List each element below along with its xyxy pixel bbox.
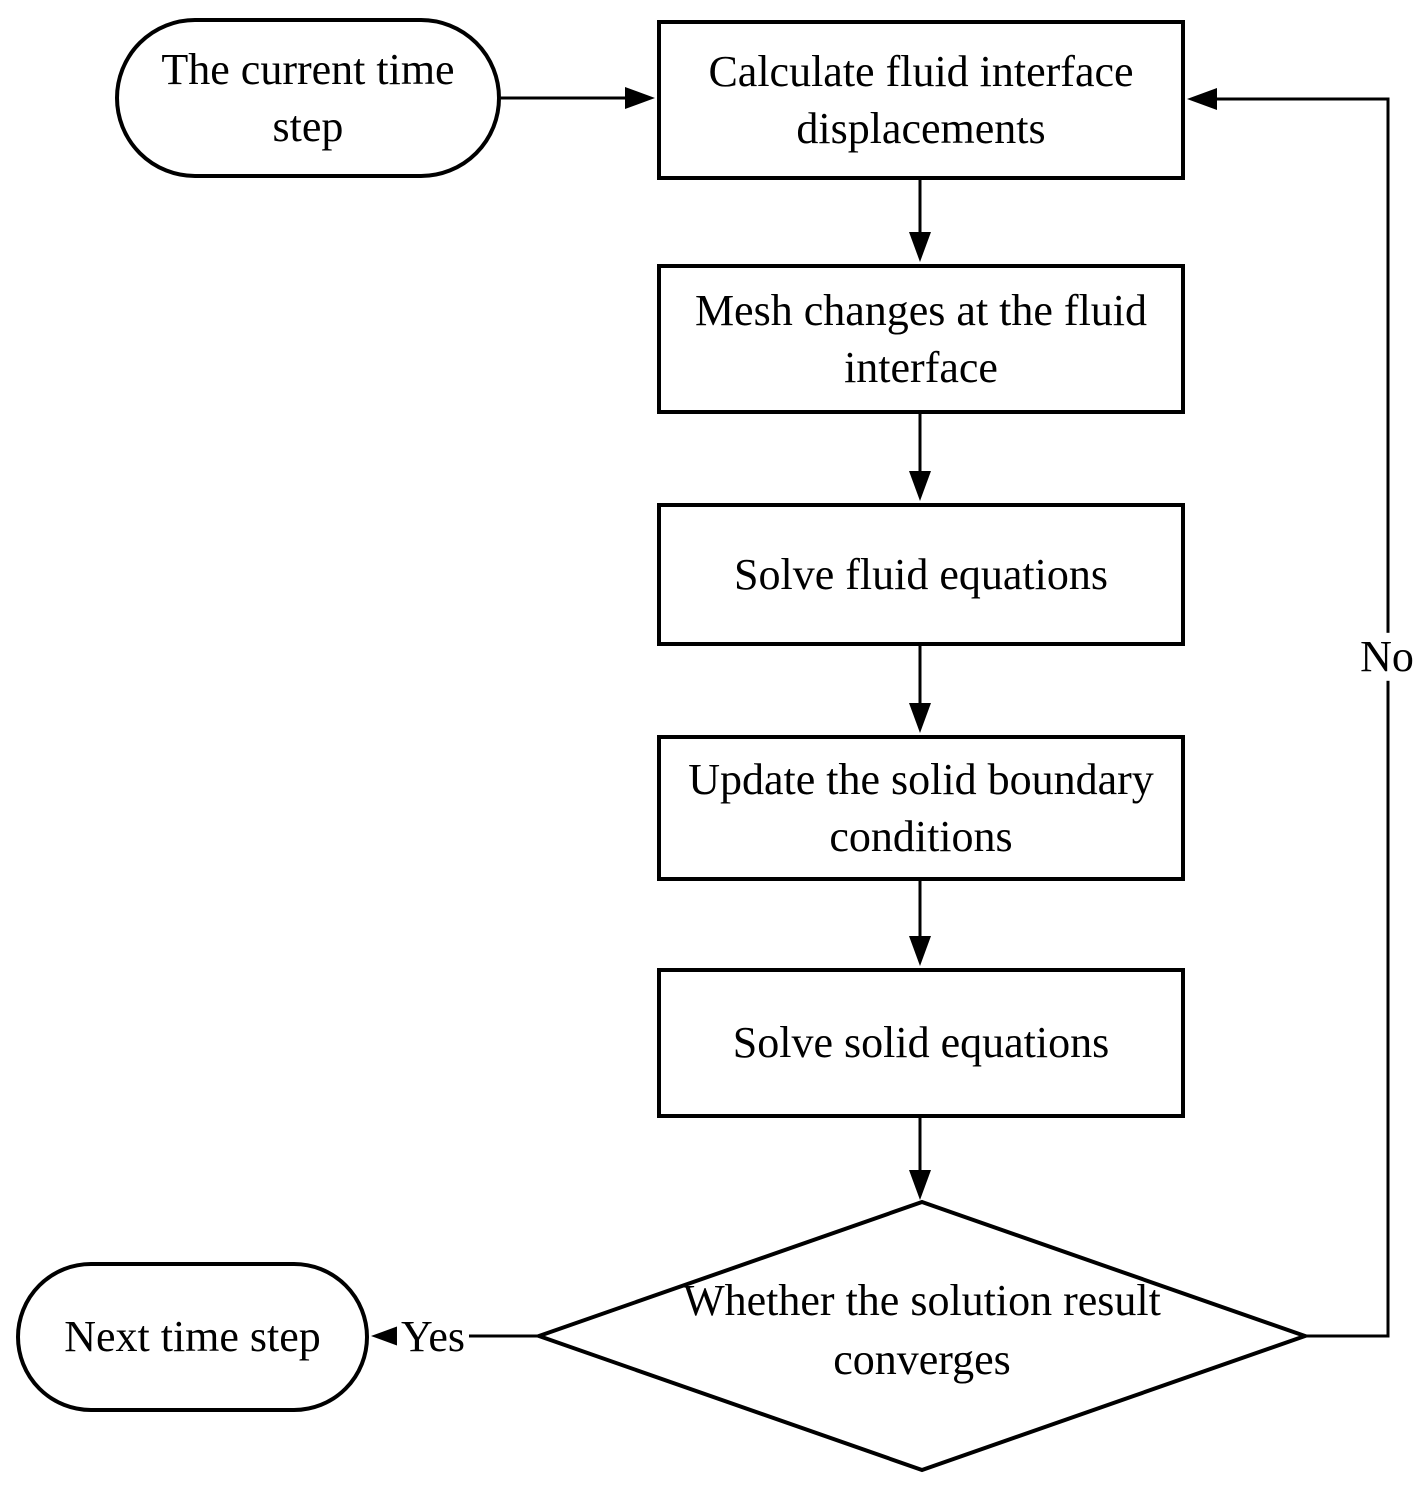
- edge-calc-to-mesh: [909, 180, 931, 262]
- node-update-boundary: Update the solid boundary conditions: [657, 735, 1185, 881]
- node-mesh-changes: Mesh changes at the fluid interface: [657, 264, 1185, 414]
- edge-solvefluid-to-update: [909, 646, 931, 733]
- edge-update-to-solvesolid: [909, 881, 931, 966]
- edge-mesh-to-solvefluid: [909, 414, 931, 501]
- node-next-step-terminator: Next time step: [16, 1262, 369, 1412]
- edge-label-yes: Yes: [396, 1312, 470, 1362]
- edge-decision-no-to-calc: [1187, 88, 1390, 1338]
- node-start-label: The current time step: [161, 44, 455, 151]
- node-solve-fluid-label: Solve fluid equations: [734, 549, 1108, 599]
- node-solve-solid-label: Solve solid equations: [732, 1018, 1110, 1068]
- node-next-step-label: Next time step: [64, 1312, 321, 1362]
- node-calc-displacements-label: Calculate fluid interface displacements: [708, 46, 1134, 153]
- edge-start-to-calc: [501, 87, 655, 109]
- node-start-terminator: The current time step: [115, 18, 501, 178]
- edge-label-no: No: [1356, 632, 1418, 682]
- node-mesh-changes-label: Mesh changes at the fluid interface: [694, 285, 1148, 392]
- edge-solvesolid-to-decision: [909, 1118, 931, 1200]
- node-solve-fluid: Solve fluid equations: [657, 503, 1185, 646]
- node-decision: Whether the solution result converges: [602, 1264, 1242, 1396]
- node-decision-label: Whether the solution result converges: [683, 1275, 1161, 1384]
- node-update-boundary-label: Update the solid boundary conditions: [688, 754, 1154, 861]
- node-solve-solid: Solve solid equations: [657, 968, 1185, 1118]
- decision-diamond-shape: [532, 1199, 1312, 1473]
- node-calc-displacements: Calculate fluid interface displacements: [657, 20, 1185, 180]
